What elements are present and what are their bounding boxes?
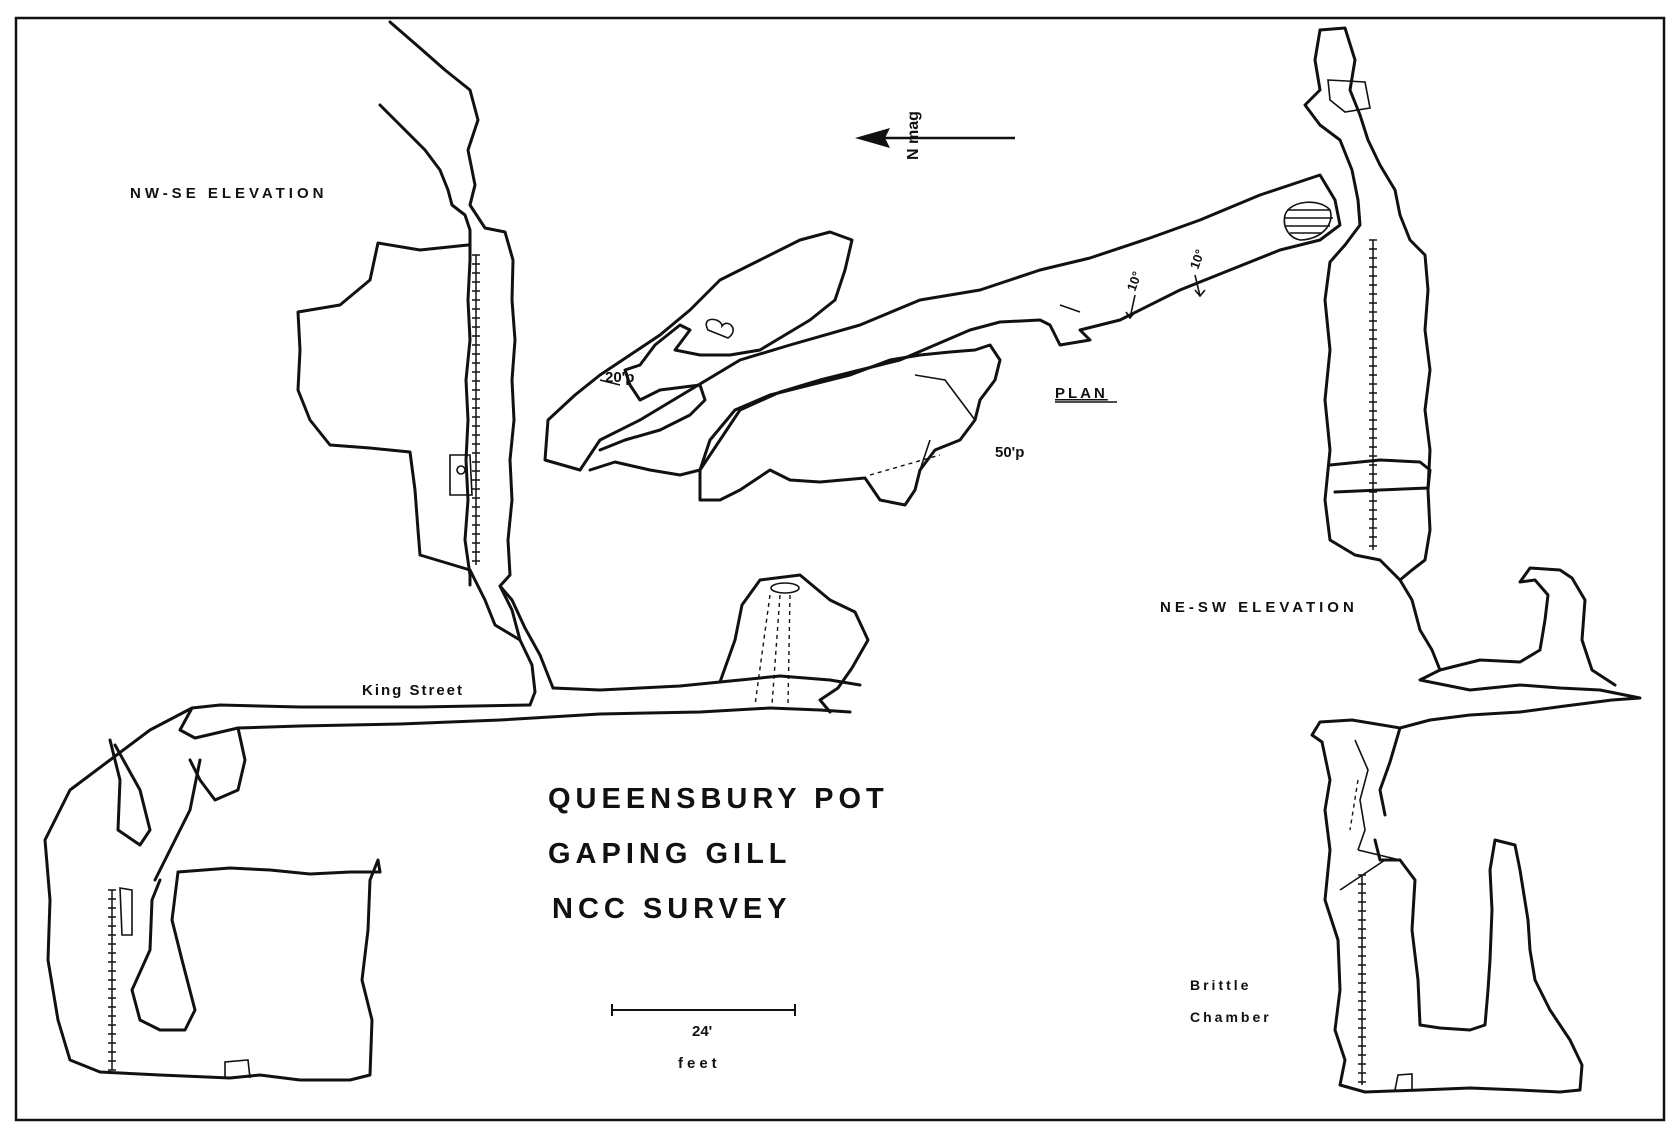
boulder-hatched xyxy=(1283,201,1333,241)
pitch-50-label: 50'p xyxy=(995,444,1024,461)
scale-bar-unit: feet xyxy=(678,1055,721,1072)
north-arrow-label: N mag xyxy=(905,111,922,160)
survey-ladder-nw-se-upper xyxy=(472,254,480,565)
title-line-3: NCC SURVEY xyxy=(552,893,792,925)
king-street-label: King Street xyxy=(362,682,464,699)
brittle-chamber-label-line2: Chamber xyxy=(1190,1009,1272,1025)
slope-label-1: 10° xyxy=(1124,269,1145,293)
brittle-chamber-label-line1: Brittle xyxy=(1190,977,1251,993)
slope-label-2: 10° xyxy=(1187,247,1208,271)
pitch-20-label: 20'p xyxy=(605,369,634,386)
survey-ladder-ne-sw-upper xyxy=(1369,239,1377,550)
map-frame xyxy=(14,16,1666,1122)
plan-passage xyxy=(543,173,1342,507)
title-line-1: QUEENSBURY POT xyxy=(548,783,889,815)
ne-sw-elevation-label: NE-SW ELEVATION xyxy=(1160,599,1358,616)
title-line-2: GAPING GILL xyxy=(548,838,792,870)
scale-bar-length: 24' xyxy=(692,1023,712,1040)
survey-ladder-nw-se-lower xyxy=(108,889,116,1071)
plan-label: PLAN xyxy=(1055,385,1108,402)
scale-bar xyxy=(611,1004,796,1016)
survey-ladder-ne-sw-lower xyxy=(1358,874,1366,1085)
nw-se-elevation-passage xyxy=(43,20,870,1082)
ne-sw-elevation-passage xyxy=(1303,26,1642,1094)
north-arrow-icon xyxy=(855,128,1015,148)
nw-se-elevation-label: NW-SE ELEVATION xyxy=(130,185,327,202)
